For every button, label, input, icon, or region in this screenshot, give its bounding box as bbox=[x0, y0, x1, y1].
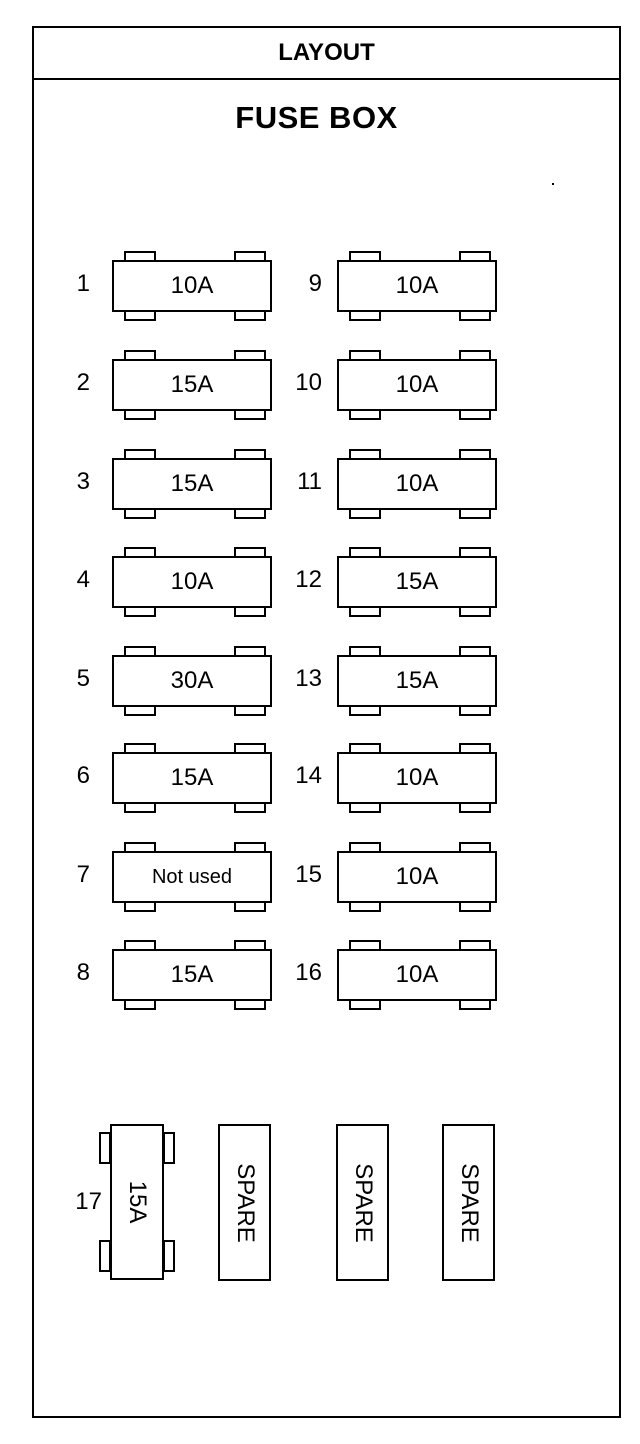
fuse-14: 10A bbox=[337, 743, 497, 813]
spare-label: SPARE bbox=[349, 1162, 377, 1243]
fuse-11: 10A bbox=[337, 449, 497, 519]
fuse-5: 30A bbox=[112, 646, 272, 716]
fuse-rating-7: Not used bbox=[112, 851, 272, 903]
fuse-rating-12: 15A bbox=[337, 556, 497, 608]
fuse-10: 10A bbox=[337, 350, 497, 420]
fuse-rating-8: 15A bbox=[112, 949, 272, 1001]
fuse-number-2: 2 bbox=[76, 369, 90, 396]
fuse-number-13: 13 bbox=[295, 665, 322, 692]
fuse-number-5: 5 bbox=[76, 665, 90, 692]
fuse-rating-17: 15A bbox=[124, 1180, 151, 1224]
fuse-17: 15A bbox=[99, 1124, 175, 1280]
fuse-number-3: 3 bbox=[76, 468, 90, 495]
fuse-rating-3: 15A bbox=[112, 458, 272, 510]
fuse-rating-2: 15A bbox=[112, 359, 272, 411]
fuse-rating-1: 10A bbox=[112, 260, 272, 312]
fuse-number-12: 12 bbox=[295, 566, 322, 593]
spare-label: SPARE bbox=[455, 1162, 483, 1243]
fuse-13: 15A bbox=[337, 646, 497, 716]
fuse-number-16: 16 bbox=[295, 959, 322, 986]
fuse-terminal bbox=[163, 1240, 175, 1272]
speck bbox=[552, 183, 554, 185]
fuse-2: 15A bbox=[112, 350, 272, 420]
fuse-rating-11: 10A bbox=[337, 458, 497, 510]
fuse-number-17: 17 bbox=[75, 1188, 102, 1215]
fuse-7: Not used bbox=[112, 842, 272, 912]
fuse-6: 15A bbox=[112, 743, 272, 813]
fuse-number-6: 6 bbox=[76, 762, 90, 789]
fuse-number-14: 14 bbox=[295, 762, 322, 789]
fuse-number-15: 15 bbox=[295, 861, 322, 888]
fuse-8: 15A bbox=[112, 940, 272, 1010]
fuse-terminal bbox=[163, 1132, 175, 1164]
fuse-12: 15A bbox=[337, 547, 497, 617]
fuse-number-7: 7 bbox=[76, 861, 90, 888]
fuse-15: 10A bbox=[337, 842, 497, 912]
fuse-rating-5: 30A bbox=[112, 655, 272, 707]
fuse-number-8: 8 bbox=[76, 959, 90, 986]
fuse-number-11: 11 bbox=[297, 468, 322, 495]
spare-label: SPARE bbox=[231, 1162, 259, 1243]
fuse-rating-4: 10A bbox=[112, 556, 272, 608]
fuse-rating-15: 10A bbox=[337, 851, 497, 903]
fuse-rating-10: 10A bbox=[337, 359, 497, 411]
layout-header-label: LAYOUT bbox=[278, 39, 375, 66]
layout-header: LAYOUT bbox=[34, 28, 619, 80]
fuse-rating-9: 10A bbox=[337, 260, 497, 312]
fuse-number-1: 1 bbox=[76, 270, 90, 297]
fuse-rating-14: 10A bbox=[337, 752, 497, 804]
fuse-number-9: 9 bbox=[308, 270, 322, 297]
fuse-1: 10A bbox=[112, 251, 272, 321]
fuse-4: 10A bbox=[112, 547, 272, 617]
fuse-16: 10A bbox=[337, 940, 497, 1010]
fuse-layout-frame: LAYOUT FUSE BOX bbox=[32, 26, 621, 1418]
fuse-number-4: 4 bbox=[76, 566, 90, 593]
fuse-rating-6: 15A bbox=[112, 752, 272, 804]
fuse-number-10: 10 bbox=[295, 369, 322, 396]
fuse-rating-13: 15A bbox=[337, 655, 497, 707]
fuse-rating-16: 10A bbox=[337, 949, 497, 1001]
fuse-body: 15A bbox=[110, 1124, 164, 1280]
spare-slot-3: SPARE bbox=[442, 1124, 495, 1281]
fuse-9: 10A bbox=[337, 251, 497, 321]
spare-slot-1: SPARE bbox=[218, 1124, 271, 1281]
spare-slot-2: SPARE bbox=[336, 1124, 389, 1281]
fuse-3: 15A bbox=[112, 449, 272, 519]
fuse-box-title: FUSE BOX bbox=[235, 100, 398, 135]
